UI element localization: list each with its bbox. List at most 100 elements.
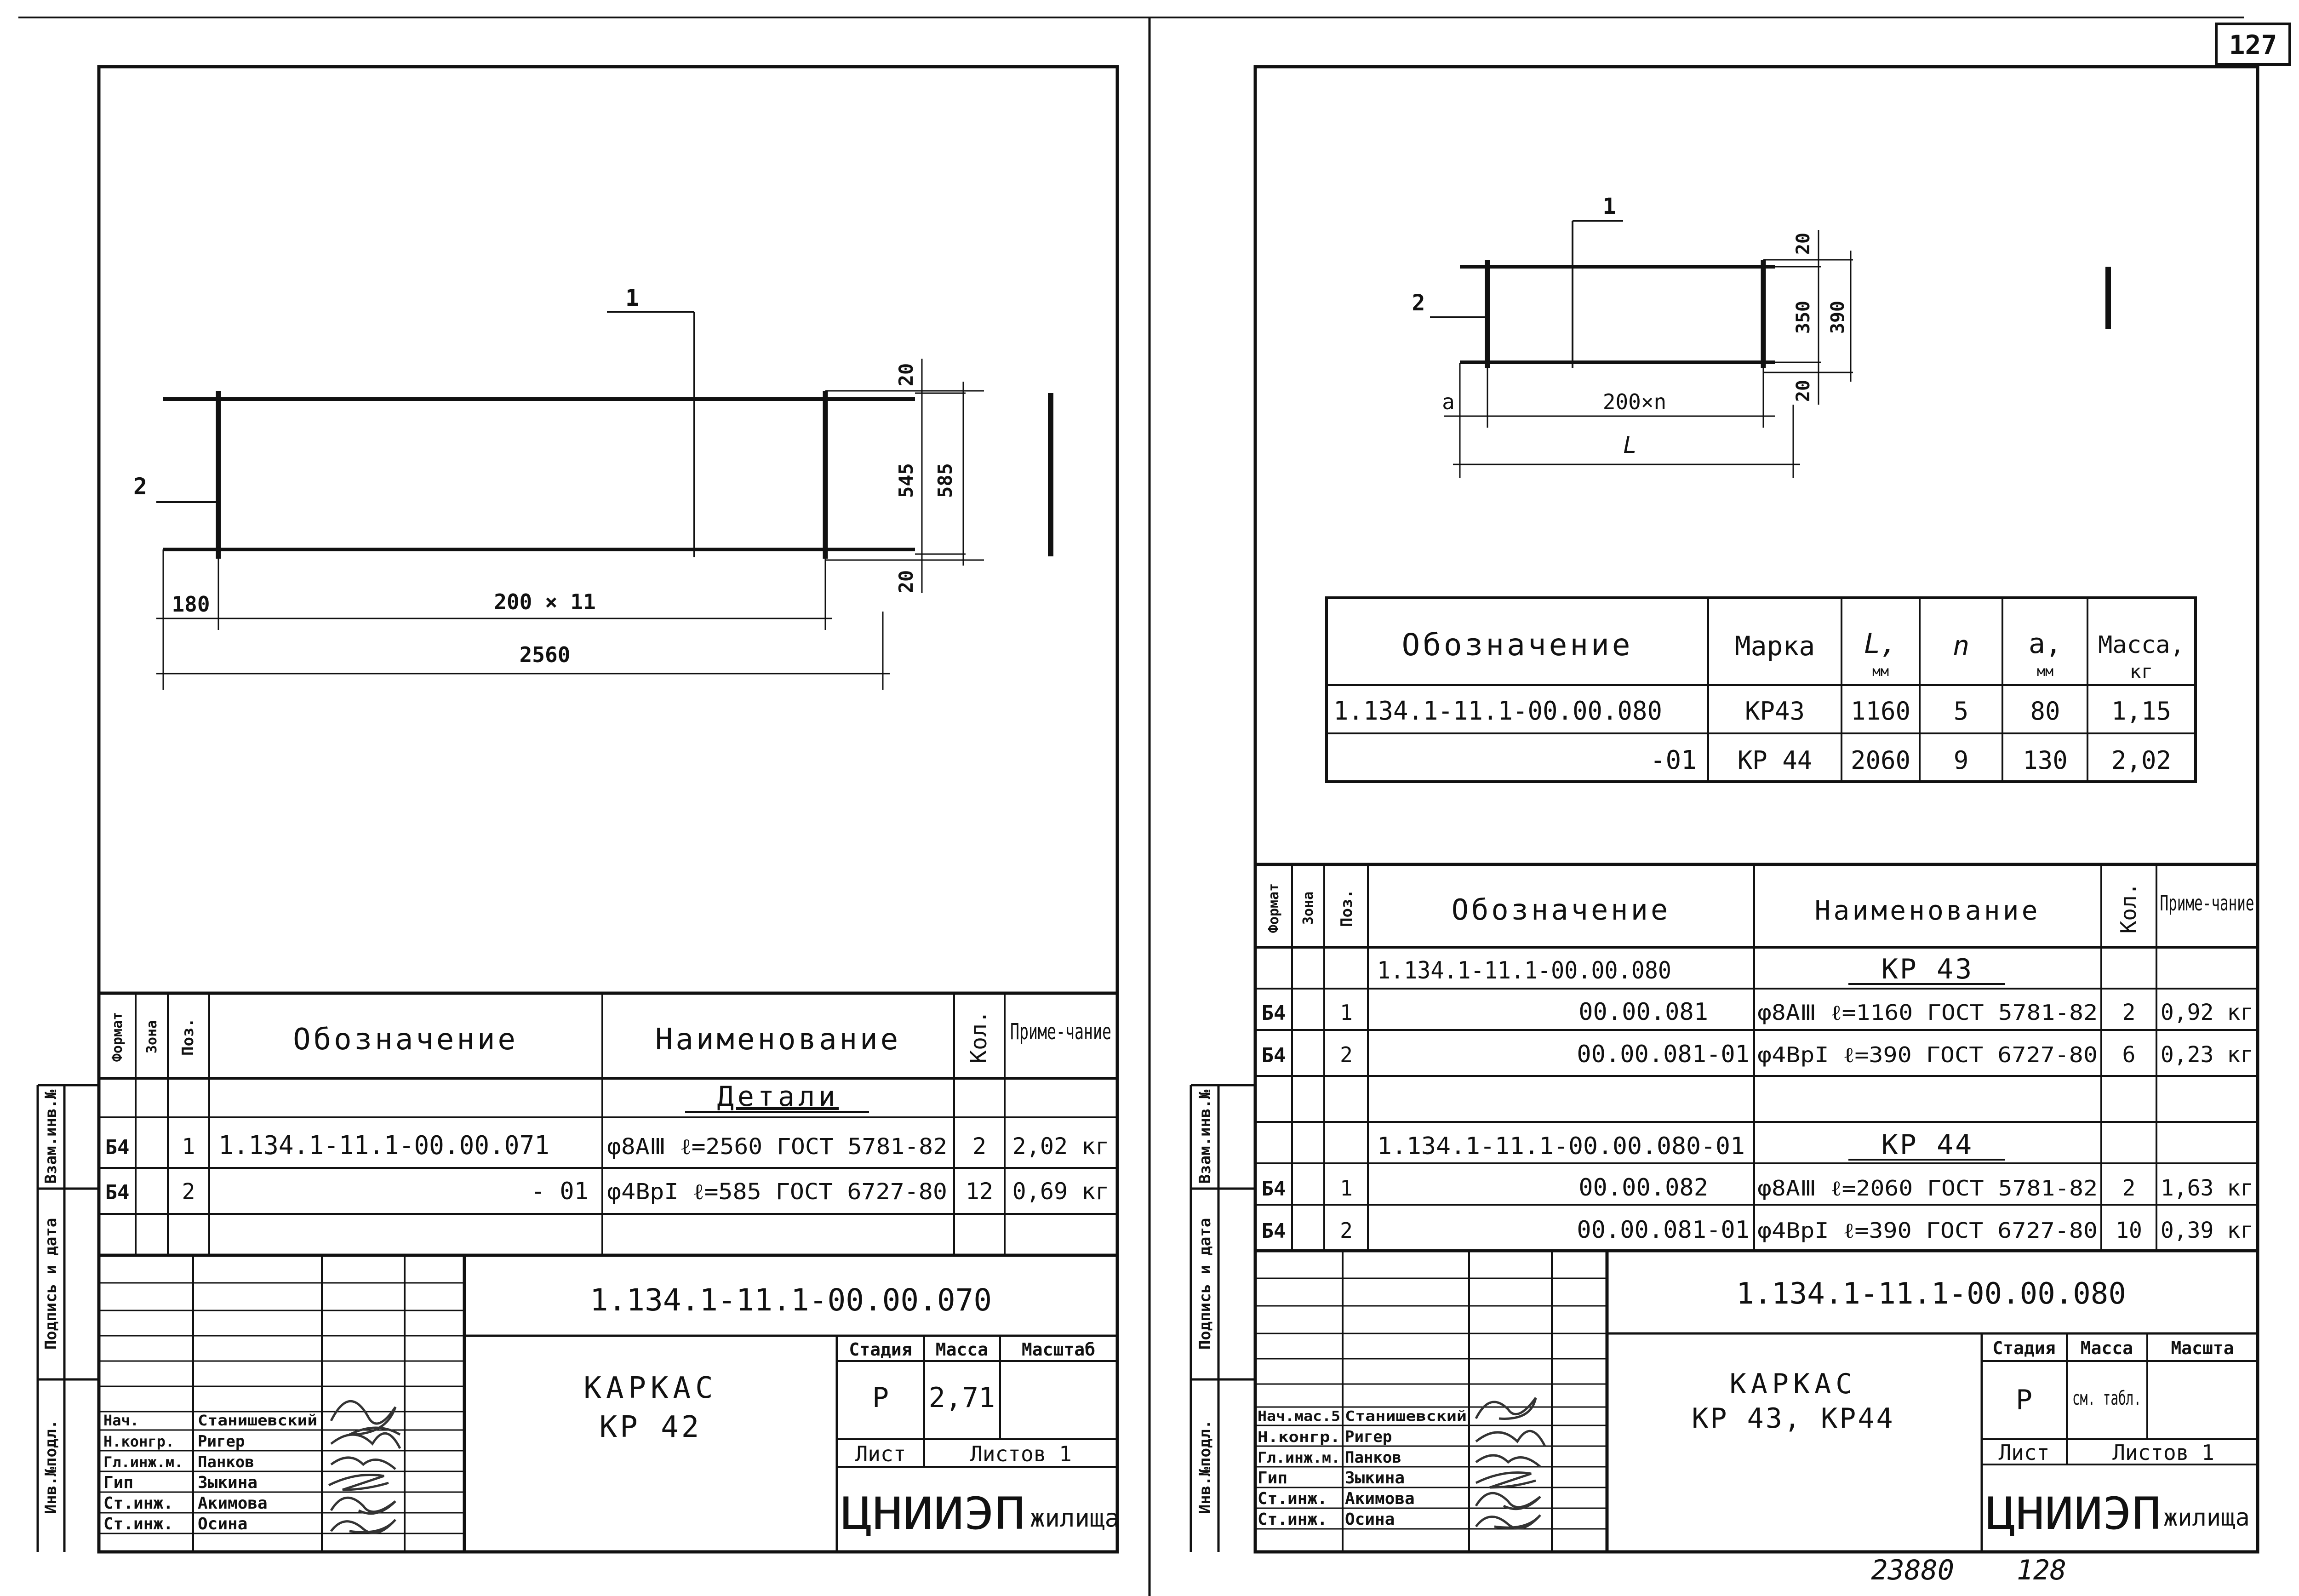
right-person1-name: Станишевский — [1345, 1408, 1467, 1424]
right-row6-pos: 1 — [1340, 1176, 1353, 1201]
right-person2-name: Ригер — [1345, 1428, 1392, 1446]
right-row2-qty: 2 — [2122, 1000, 2136, 1025]
left-person6-role: Ст.инж. — [103, 1515, 173, 1533]
right-sheet-frame — [1253, 65, 2259, 1554]
right-row1-name: КР 43 — [1882, 953, 1974, 985]
right-row6-name: φ8АⅢ ℓ=2060 ГОСТ 5781-82 — [1757, 1176, 2098, 1201]
right-header-zone: Зона — [1300, 892, 1316, 925]
right-dim-20-top: 20 — [1793, 233, 1814, 255]
right-side-label-inv: Инв.№подл. — [1196, 1420, 1214, 1514]
left-mass: 2,71 — [929, 1382, 995, 1414]
right-stage-label: Стадия — [1992, 1338, 2055, 1358]
right-side-label-vzam: Взам.инв.№ — [1196, 1089, 1214, 1184]
left-pos2-label: 2 — [133, 473, 147, 500]
left-dim-545: 545 — [895, 463, 917, 498]
right-row5-designation: 1.134.1-11.1-00.00.080-01 — [1377, 1133, 1745, 1160]
right-signature-5 — [1475, 1492, 1541, 1510]
left-person6-name: Осина — [198, 1515, 247, 1533]
left-header-format: Формат — [109, 1012, 126, 1062]
right-row1-designation: 1.134.1-11.1-00.00.080 — [1377, 957, 1671, 984]
right-person6-name: Осина — [1345, 1510, 1395, 1529]
right-row6-qty: 2 — [2122, 1175, 2136, 1201]
var-header-a: a, — [2029, 628, 2062, 660]
left-dim-585: 585 — [934, 463, 956, 498]
var-header-L-unit: мм — [1872, 664, 1889, 680]
var-row1-mass: 1,15 — [2111, 697, 2171, 726]
left-person1-name: Станишевский — [198, 1412, 317, 1429]
page-number: 127 — [2229, 29, 2277, 61]
left-person4-role: Гип — [103, 1473, 133, 1492]
right-person3-role: Гл.инж.м. — [1258, 1449, 1340, 1466]
left-row2-pos: 2 — [182, 1179, 195, 1205]
right-dim-390: 390 — [1827, 301, 1848, 334]
left-title-block: Нач. Станишевский Н.конгр. Ригер Гл.инж.… — [99, 1255, 1120, 1552]
right-mass: см. табл. — [2072, 1387, 2141, 1409]
left-side-label-vzam: Взам.инв.№ — [42, 1089, 60, 1184]
left-signature-2 — [330, 1432, 401, 1449]
right-person3-name: Панков — [1345, 1448, 1401, 1467]
right-dim-20-bottom: 20 — [1793, 380, 1814, 402]
right-stage: Р — [2016, 1384, 2032, 1416]
left-dim-2560: 2560 — [520, 642, 571, 667]
left-person2-role: Н.конгр. — [103, 1433, 174, 1450]
right-person4-name: Зыкина — [1345, 1469, 1405, 1487]
right-row7-qty: 10 — [2116, 1218, 2142, 1243]
left-dim-20-bottom: 20 — [895, 570, 917, 594]
right-variant-table: Обозначение Марка L, мм n a, мм Масса, к… — [1325, 596, 2197, 783]
var-row1-n: 5 — [1954, 697, 1969, 726]
left-scale-label: Масштаб — [1022, 1339, 1095, 1360]
left-org-sub: жилища — [1030, 1504, 1120, 1533]
left-person3-name: Панков — [198, 1453, 254, 1471]
right-doc-code: 1.134.1-11.1-00.00.080 — [1736, 1277, 2126, 1311]
right-signature-4 — [1475, 1471, 1536, 1489]
right-sheet-label: Лист — [1999, 1440, 2050, 1465]
left-person5-role: Ст.инж. — [103, 1494, 173, 1513]
var-header-designation: Обозначение — [1401, 627, 1633, 663]
left-side-strip: Инв.№подл. Подпись и дата Взам.инв.№ — [36, 1084, 99, 1552]
var-row2-mass: 2,02 — [2111, 746, 2171, 775]
left-row1-name: φ8АⅢ ℓ=2560 ГОСТ 5781-82 — [607, 1134, 947, 1160]
right-mass-label: Масса — [2081, 1338, 2133, 1358]
left-person5-name: Акимова — [198, 1494, 268, 1513]
right-person4-role: Гип — [1258, 1469, 1287, 1487]
left-side-label-inv: Инв.№подл. — [42, 1420, 60, 1514]
left-dim-200x11: 200 × 11 — [494, 589, 596, 614]
var-row2-a: 130 — [2023, 746, 2068, 775]
right-sheet: Инв.№подл. Подпись и дата Взам.инв.№ 1 2… — [1190, 65, 2259, 1554]
right-header-designation: Обозначение — [1452, 893, 1671, 927]
right-row2-designation: 00.00.081 — [1578, 998, 1708, 1026]
right-header-note: Приме-чание — [2160, 891, 2254, 915]
left-row1-qty: 2 — [972, 1133, 986, 1160]
left-title: КАРКАС — [583, 1371, 717, 1405]
var-header-mass-unit: кг — [2130, 660, 2153, 683]
left-signature-6 — [330, 1519, 396, 1534]
left-section-title: Детали — [717, 1081, 839, 1113]
right-row6-format: Б4 — [1262, 1177, 1286, 1201]
right-row7-format: Б4 — [1262, 1219, 1286, 1243]
right-header-name: Наименование — [1814, 895, 2040, 926]
left-mass-label: Масса — [936, 1339, 988, 1360]
right-dim-350: 350 — [1793, 301, 1814, 334]
right-dim-200n: 200×n — [1603, 389, 1666, 414]
var-row2-n: 9 — [1954, 746, 1969, 775]
left-stage: Р — [872, 1382, 889, 1414]
right-row5-name: КР 44 — [1882, 1129, 1974, 1161]
page-number-box — [2215, 23, 2291, 66]
left-signature-3 — [330, 1456, 396, 1470]
left-header-note: Приме-чание — [1010, 1019, 1111, 1045]
right-header-qty: Кол. — [2116, 883, 2141, 934]
right-row2-pos: 1 — [1340, 1000, 1353, 1025]
left-spec-table: Формат Зона Поз. Обозначение Наименовани… — [99, 991, 1117, 1257]
left-doc-code: 1.134.1-11.1-00.00.070 — [590, 1282, 992, 1318]
left-header-designation: Обозначение — [293, 1023, 518, 1057]
right-org-main: ЦНИИЭП — [1986, 1488, 2161, 1539]
right-person2-role: Н.конгр. — [1258, 1428, 1340, 1446]
left-subtitle: КР 42 — [600, 1410, 702, 1444]
var-row2-designation: -01 — [1650, 745, 1697, 775]
right-person5-name: Акимова — [1345, 1489, 1415, 1508]
left-row2-name: φ4ВрI ℓ=585 ГОСТ 6727-80 — [607, 1179, 947, 1205]
left-header-name: Наименование — [655, 1023, 901, 1057]
right-person6-role: Ст.инж. — [1258, 1510, 1327, 1529]
left-dim-20-top: 20 — [895, 363, 917, 387]
